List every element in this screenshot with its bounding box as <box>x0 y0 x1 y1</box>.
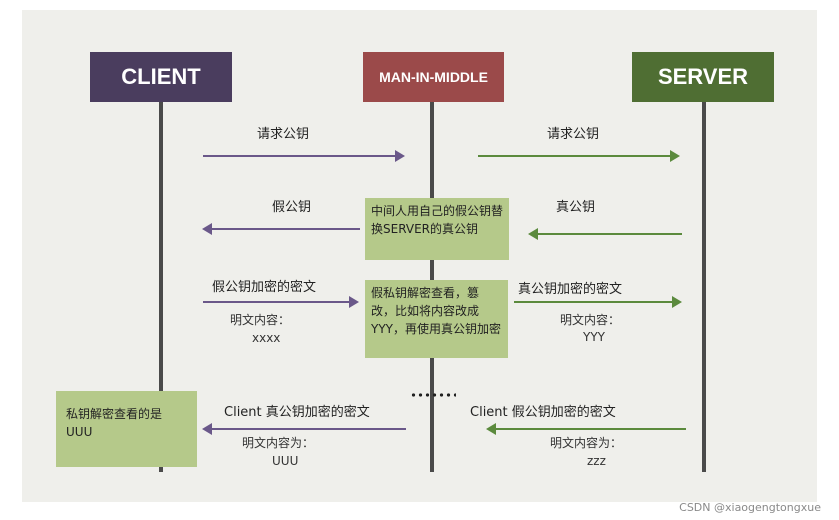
msg-fake-cipher-plaintext-title: 明文内容： <box>230 313 291 327</box>
msg-fake-key-label: 假公钥 <box>272 200 312 215</box>
msg-real-cipher-label: 真公钥加密的密文 <box>518 282 623 297</box>
msg-fake-key-arrow <box>202 223 360 235</box>
msg-mitm-reply-plaintext-value: UUU <box>272 454 299 468</box>
msg-server-reply-plaintext-title: 明文内容为： <box>550 436 623 450</box>
msg-fake-cipher-label: 假公钥加密的密文 <box>212 280 317 295</box>
server-actor-label: SERVER <box>657 64 749 89</box>
client-actor: CLIENT <box>90 52 232 102</box>
msg-server-reply-plaintext-value: zzz <box>587 454 606 468</box>
msg-request-key-mitm-label: 请求公钥 <box>547 127 600 142</box>
msg-mitm-reply-arrow <box>202 423 406 435</box>
client-decrypt-note: 私钥解密查看的是 UUU <box>56 391 197 467</box>
mitm-actor-label: MAN-IN-MIDDLE <box>379 69 488 85</box>
mitm-tamper-note: 假私钥解密查看，篡改，比如将内容改成YYY，再使用真公钥加密 <box>365 280 508 358</box>
msg-request-key-client-label: 请求公钥 <box>257 127 310 142</box>
msg-real-cipher-plaintext-title: 明文内容： <box>560 313 621 327</box>
msg-real-key-label: 真公钥 <box>556 200 596 215</box>
server-actor: SERVER <box>632 52 774 102</box>
client-actor-label: CLIENT <box>121 64 201 89</box>
msg-real-cipher-arrow <box>514 296 682 308</box>
msg-server-reply-label: Client 假公钥加密的密文 <box>470 405 616 420</box>
msg-fake-cipher-plaintext-value: xxxx <box>252 331 281 345</box>
mitm-swap-note: 中间人用自己的假公钥替换SERVER的真公钥 <box>365 198 509 260</box>
msg-request-key-mitm-arrow <box>478 150 680 162</box>
msg-mitm-reply-label: Client 真公钥加密的密文 <box>224 405 370 420</box>
mitm-actor: MAN-IN-MIDDLE <box>363 52 504 102</box>
msg-real-key-arrow <box>528 228 682 240</box>
client-decrypt-note-line1: 私钥解密查看的是 <box>66 407 163 421</box>
msg-fake-cipher-arrow <box>203 296 359 308</box>
msg-mitm-reply-plaintext-title: 明文内容为： <box>242 436 315 450</box>
watermark: CSDN @xiaogengtongxue <box>679 501 821 514</box>
client-decrypt-note-line2: UUU <box>66 425 93 439</box>
msg-request-key-client-arrow <box>203 150 405 162</box>
msg-real-cipher-plaintext-value: YYY <box>583 330 605 344</box>
msg-server-reply-arrow <box>486 423 686 435</box>
client-lifeline <box>159 100 163 472</box>
ellipsis-dots <box>410 393 456 397</box>
server-lifeline <box>702 100 706 472</box>
sequence-diagram: CLIENT MAN-IN-MIDDLE SERVER 请求公钥 请求公钥 真公… <box>22 10 817 502</box>
